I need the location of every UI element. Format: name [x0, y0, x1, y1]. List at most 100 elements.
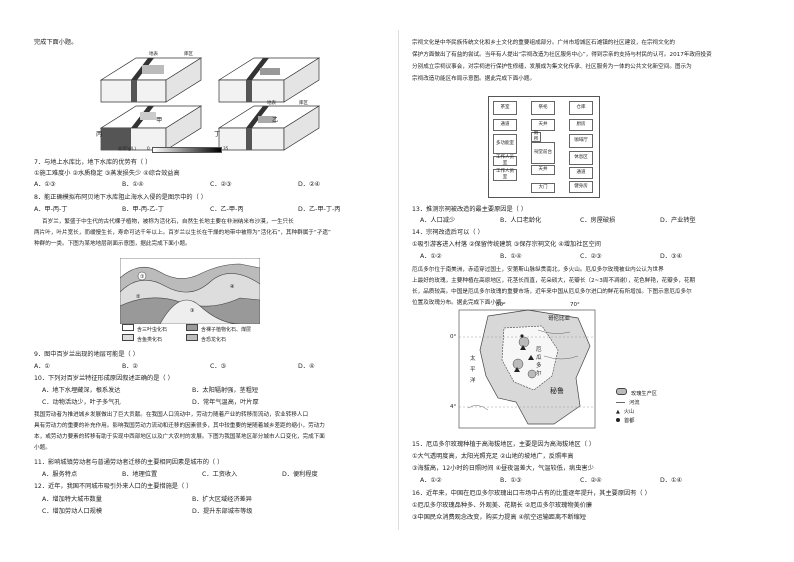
option-d[interactable]: D．提升东部城市等级	[192, 508, 253, 515]
option-d[interactable]: D．产业转型	[660, 217, 696, 224]
question-14-items: ①吸引游客进入村落 ②保留传统建筑 ③保存宗祠文化 ④增加社区空间	[412, 241, 601, 248]
map-lat-0: 0°	[450, 334, 457, 340]
question-10: 10．下列对百岁兰特征形成原因叙述正确的是（ ）	[34, 375, 174, 382]
map-lon-70: 70°	[570, 302, 580, 308]
plan-kitchen: 厨房	[569, 119, 593, 131]
reservoir-diagrams	[99, 57, 321, 151]
option-a[interactable]: A．地下水埋藏深，根系发达	[42, 387, 121, 394]
option-a[interactable]: A．①	[34, 363, 50, 370]
option-c[interactable]: C．工资收入	[202, 471, 238, 478]
option-b[interactable]: B．①④	[500, 253, 522, 260]
plan-staff-room-1: 工作人员室	[493, 155, 517, 166]
ecuador-map: 80° 70° 0° 4° 哥伦比亚 秘鲁 厄瓜多尔 太平洋 玫瑰生产区 河流 …	[450, 302, 728, 432]
question-10-options-row1: A．地下水埋藏深，根系发达 B．太阳辐射强，茎粗短	[42, 386, 258, 396]
option-d[interactable]: D．③④	[660, 253, 683, 260]
passage-1-line-1: 百岁兰，繁盛于中生代的古代棵子植物，被称为活化石，自然生长地主要在非洲纳米布沙漠…	[42, 219, 294, 225]
option-b[interactable]: B．②	[122, 363, 138, 370]
option-d[interactable]: D．④	[298, 363, 315, 370]
question-12: 12．近年，我国不同城市吸引外来人口的主要措施是（ ）	[34, 483, 193, 490]
plan-staff-room-2: 工作人员室	[493, 169, 517, 181]
map-lat-4: 4°	[450, 404, 457, 410]
option-a[interactable]: A．①②	[420, 253, 442, 260]
option-b[interactable]: B．太阳辐射强，茎粗短	[192, 387, 259, 394]
option-a[interactable]: A．①②	[420, 477, 442, 484]
legend-rose-area: 玫瑰生产区	[631, 391, 657, 397]
lead-text: 完成下面小题。	[34, 39, 78, 46]
block-bing	[99, 105, 203, 151]
passage-3-line-4: 宗祠改造功能区布局示意图。据此完成下面小题。	[412, 76, 536, 82]
option-d[interactable]: D．便利程度	[282, 471, 318, 478]
passage-3-line-1: 宗祠文化是中华民族传统文化和乡土文化的重要组成部分。广州市增城区石滩镇的社区建设…	[412, 40, 675, 46]
capital-icon	[616, 418, 620, 422]
option-d[interactable]: D．②④	[298, 181, 321, 188]
label-reservoir-jia: 库区	[184, 52, 193, 57]
question-8: 8．能正确模拟布阿贝地下水库阻止海水入侵的是图示中的（ ）	[34, 194, 207, 201]
option-d[interactable]: D．常年气温高，叶片厚	[192, 399, 259, 406]
plan-gym: 健身房	[569, 181, 593, 193]
option-c[interactable]: C．增加劳动人口规模	[42, 508, 103, 515]
map-peru: 秘鲁	[550, 387, 564, 395]
question-16: 16．近年来，中国在厄瓜多尔玫瑰出口市场中占有的比重逐年提升，其主要原因有（ ）	[412, 490, 651, 497]
option-a[interactable]: A．人口减少	[420, 217, 456, 224]
option-a[interactable]: A．①③	[34, 181, 56, 188]
volcano-icon: ▲	[616, 409, 620, 415]
salinity-max: 35	[223, 146, 229, 151]
question-7: 7．与地上水库比，地下水库的优势有（ ）	[34, 159, 152, 166]
passage-2-line-3: 本，或劳动力要素的转移有助于实现中西部地区以及广大农村的发展。下图为我国某地区部…	[34, 434, 325, 440]
map-frame	[458, 309, 596, 429]
question-11-options: A．服务特点 B．地理位置 C．工资收入 D．便利程度	[42, 470, 318, 480]
map-colombia: 哥伦比亚	[548, 316, 571, 322]
strat-legend: 含三叶虫化石 含裸子植物化石、煤层 含鱼类化石 含恐龙化石	[122, 324, 292, 344]
legend-fish: 含鱼类化石	[137, 337, 163, 343]
legend-capital: 首都	[624, 418, 635, 424]
option-c[interactable]: C．乙-甲-丙	[210, 206, 244, 213]
option-b[interactable]: B．甲-丙-乙-丁	[122, 206, 164, 213]
option-b[interactable]: B．人口老龄化	[500, 217, 542, 224]
option-b[interactable]: B．地理位置	[122, 471, 158, 478]
option-b[interactable]: B．①③	[500, 477, 522, 484]
passage-4-line-1: 厄瓜多尔位于南美洲，赤道穿过国土，安第斯山脉纵贯南北，多火山。厄瓜多尔玫瑰被业内…	[412, 267, 664, 273]
question-9: 9．图中百岁兰出现的地层可能是（ ）	[34, 351, 139, 358]
question-11: 11．影响城镇劳动者与普通劳动者迁移的主要相同因素是城市的（ ）	[34, 459, 224, 466]
svg-text:④: ④	[230, 284, 235, 290]
salinity-scale-label: 盐度(g/L)	[118, 146, 137, 151]
question-7-options: A．①③ B．①④ C．②③ D．②④	[34, 180, 320, 190]
plan-multifunction-room: 多功能室	[493, 134, 517, 154]
label-jia: 甲	[156, 117, 163, 124]
question-14-options: A．①② B．①④ C．②③ D．③④	[420, 252, 682, 262]
question-16-items-1: ①厄瓜多尔玫瑰品种多、外观美、花期长 ②厄瓜多尔玫瑰物美价廉	[412, 502, 593, 509]
passage-4-line-2: 上最好的玫瑰，主要种植在高原地区，花茎长而直，花朵硕大，花瓣长（2~3周不凋谢）…	[412, 278, 696, 284]
option-d[interactable]: D．乙-甲-丁-丙	[298, 206, 341, 213]
plan-courtyard-2: 天井	[531, 165, 555, 175]
plan-passage-2: 通道	[569, 167, 593, 179]
question-16-items-2: ③中国民众消费观念改变，购买力提高 ④航空运输距离不断缩短	[412, 514, 586, 521]
label-bing: 丙	[96, 131, 103, 138]
option-c[interactable]: C．②④	[580, 477, 602, 484]
option-d[interactable]: D．①④	[660, 477, 683, 484]
option-c[interactable]: C．房屋破损	[580, 217, 616, 224]
passage-2-line-4: 小题。	[34, 445, 51, 451]
block-ding	[217, 105, 321, 151]
map-ecuador: 厄瓜多尔	[536, 347, 542, 377]
option-c[interactable]: C．②③	[210, 181, 232, 188]
option-c[interactable]: C．②③	[580, 253, 602, 260]
passage-1-line-2: 两片叶，叶片宽长，而缓慢生长，寿命可达千年以上。百岁兰以生长在干燥的地带中被称为…	[34, 230, 331, 236]
svg-text:③: ③	[190, 308, 194, 314]
label-surface-yi: 地表	[267, 101, 276, 106]
legend-river: 河流	[629, 400, 640, 406]
plan-courtyard-1: 天井	[531, 119, 555, 131]
option-a[interactable]: A．增加特大城市数量	[42, 496, 102, 503]
question-14: 14．宗祠改造后可以（ ）	[412, 229, 484, 236]
option-a[interactable]: A．服务特点	[42, 471, 78, 478]
map-pacific: 太平洋	[470, 356, 476, 384]
option-b[interactable]: B．扩大区域经济差异	[192, 496, 252, 503]
passage-2-line-2: 具有劳动力的重要的补充作用。影响我国劳动力流动和迁移的因素很多，其中较重要的是随…	[34, 423, 325, 429]
option-b[interactable]: B．①④	[122, 181, 144, 188]
legend-volcano: 火山	[623, 409, 635, 415]
option-c[interactable]: C．③	[210, 363, 227, 370]
plan-storage: 仓库	[569, 101, 593, 115]
block-jia	[99, 57, 203, 103]
option-a[interactable]: A．甲-丙-丁	[34, 206, 68, 213]
passage-4-line-3: 长，品质较高。中国是厄瓜多尔玫瑰的重要市场，近年来中国从厄瓜多尔进口的鲜花有所增…	[412, 289, 692, 295]
option-c[interactable]: C．动物活动少，叶子多气孔	[42, 399, 121, 406]
